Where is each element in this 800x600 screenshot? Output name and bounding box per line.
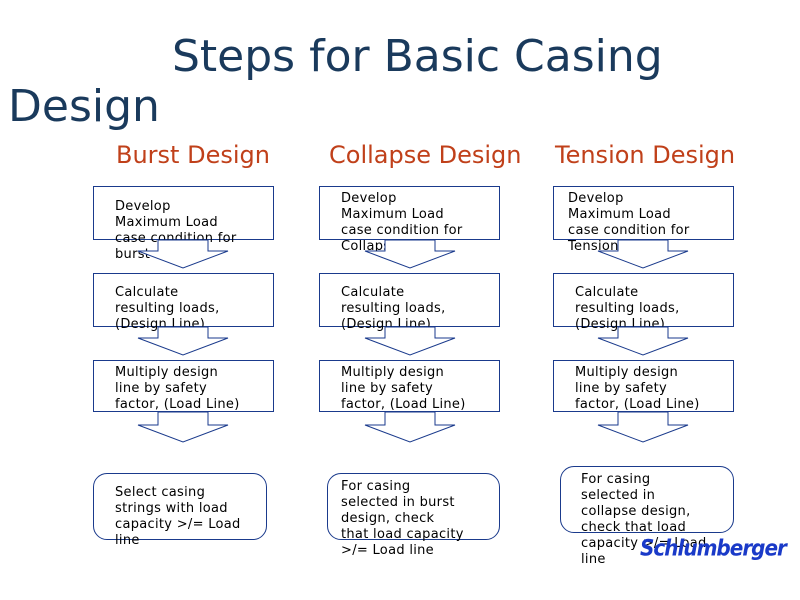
collapse-arrow-2 <box>364 326 456 356</box>
tension-arrow-2 <box>597 326 689 356</box>
burst-step-3-text: Multiply design line by safety factor, (… <box>115 365 240 412</box>
burst-step-4-box <box>93 473 267 540</box>
tension-step-3-box <box>553 360 734 412</box>
tension-step-3-text: Multiply design line by safety factor, (… <box>575 365 700 412</box>
collapse-step-3-text: Multiply design line by safety factor, (… <box>341 365 466 412</box>
collapse-step-4-box <box>327 473 500 540</box>
tension-arrow-3 <box>597 411 689 443</box>
schlumberger-logo: Schlumberger <box>640 534 787 562</box>
collapse-step-1-box <box>319 186 500 240</box>
burst-design-heading: Burst Design <box>116 141 270 169</box>
tension-step-1-text: Develop Maximum Load case condition for … <box>568 191 690 254</box>
burst-arrow-2 <box>137 326 229 356</box>
collapse-step-1-text: Develop Maximum Load case condition for … <box>341 191 463 254</box>
collapse-step-2-box <box>319 273 500 327</box>
tension-step-2-text: Calculate resulting loads, (Design Line) <box>575 285 680 332</box>
collapse-step-3-box <box>319 360 500 412</box>
tension-design-heading: Tension Design <box>555 141 736 169</box>
tension-step-1-box <box>553 186 734 240</box>
collapse-design-heading: Collapse Design <box>329 141 522 169</box>
collapse-step-4-text: For casing selected in burst design, che… <box>341 479 464 558</box>
slide-title-line-2: Design <box>8 81 160 132</box>
collapse-step-2-text: Calculate resulting loads, (Design Line) <box>341 285 446 332</box>
burst-step-2-box <box>93 273 274 327</box>
collapse-arrow-3 <box>364 411 456 443</box>
tension-step-4-text: For casing selected in collapse design, … <box>581 472 707 567</box>
slide-title-line-1: Steps for Basic Casing <box>172 31 663 82</box>
burst-step-4-text: Select casing strings with load capacity… <box>115 485 241 548</box>
tension-step-4-box <box>560 466 734 533</box>
collapse-arrow-1 <box>364 239 456 269</box>
burst-step-2-text: Calculate resulting loads, (Design Line) <box>115 285 220 332</box>
burst-step-1-box <box>93 186 274 240</box>
burst-arrow-1 <box>137 239 229 269</box>
burst-arrow-3 <box>137 411 229 443</box>
tension-arrow-1 <box>597 239 689 269</box>
